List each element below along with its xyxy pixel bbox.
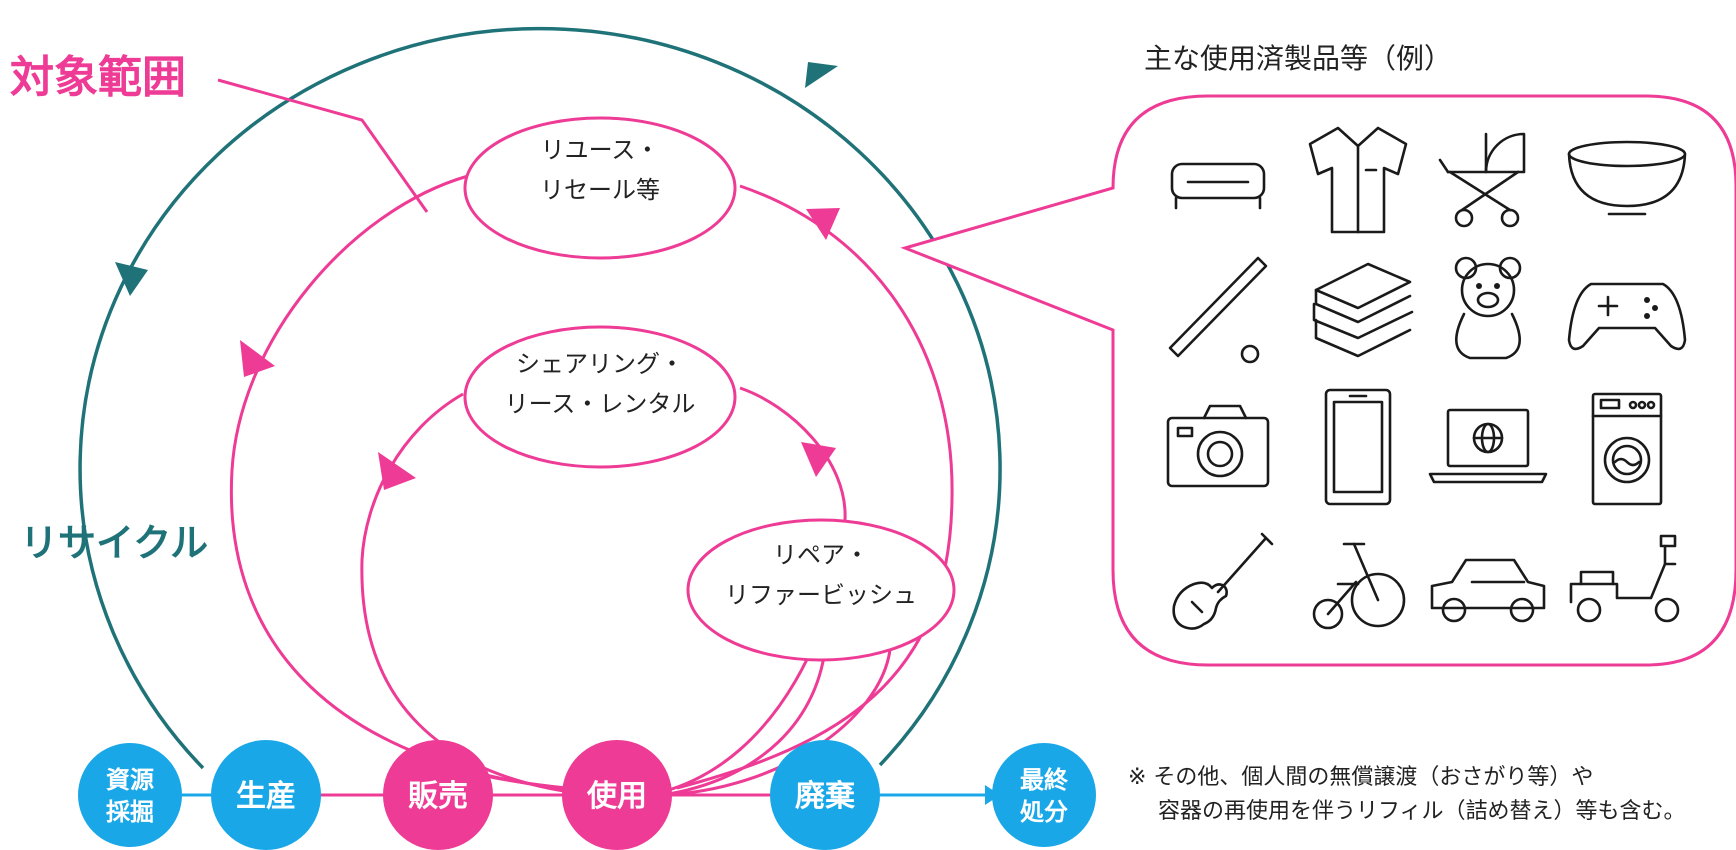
game-controller-icon [1567,282,1687,351]
scope-label: 対象範囲 [10,52,186,103]
recycle-label: リサイクル [20,521,208,565]
sharing-label-line2: リース・レンタル [505,390,696,418]
node-resource-line2: 採掘 [106,798,154,826]
camera-icon [1166,404,1270,488]
teddy-bear-icon [1454,256,1522,360]
node-use-label: 使用 [586,779,647,814]
sofa-icon [1170,162,1266,210]
reuse-loop [229,174,954,794]
node-disposal-label: 廃棄 [795,779,855,814]
tricycle-icon [1312,542,1406,630]
reuse-label-line2: リセール等 [540,176,660,204]
car-icon [1430,558,1546,623]
scope-pointer [217,78,429,213]
scooter-icon [1569,534,1680,623]
repair-oval: リペア・ リファービッシュ [686,518,956,662]
recycle-arrow-left [115,262,148,296]
reuse-oval: リユース・ リセール等 [463,116,737,260]
node-final-line2: 処分 [1020,798,1068,826]
laptop-icon [1428,408,1548,484]
node-disposal: 廃棄 [770,740,880,850]
repair-label-line1: リペア・ [773,541,869,569]
reuse-arrow-left [240,340,275,377]
node-production: 生産 [211,740,321,850]
note-line1: ※ その他、個人間の無償譲渡（おさがり等）や [1128,765,1593,790]
sharing-arrow-right [801,442,836,477]
node-resource-line1: 資源 [106,766,154,794]
node-final-line1: 最終 [1020,766,1069,794]
reuse-arrow-right [806,208,840,240]
reuse-label-line1: リユース・ [541,136,660,164]
node-production-label: 生産 [236,779,296,814]
guitar-icon [1172,532,1274,630]
examples-bubble [900,94,1736,667]
node-resource: 資源 採掘 [78,743,182,847]
washing-machine-icon [1591,392,1663,506]
sharing-arrow-left [378,452,416,490]
bat-icon [1168,256,1268,364]
examples-title: 主な使用済製品等（例） [1144,42,1452,75]
node-use: 使用 [562,740,672,850]
smartphone-icon [1324,388,1392,506]
recycle-loop [78,26,1002,770]
node-sales: 販売 [383,740,493,850]
sharing-oval: シェアリング・ リース・レンタル [463,325,737,469]
bowl-icon [1567,140,1687,216]
shirt-icon [1308,126,1408,234]
recycle-arrow-top [805,62,838,88]
stroller-icon [1438,132,1526,228]
repair-label-line2: リファービッシュ [725,581,917,609]
note-line2: 容器の再使用を伴うリフィル（詰め替え）等も含む。 [1158,799,1686,824]
node-sales-label: 販売 [408,779,468,814]
node-final: 最終 処分 [992,743,1096,847]
books-icon [1312,262,1414,358]
sharing-label-line1: シェアリング・ [516,350,684,378]
